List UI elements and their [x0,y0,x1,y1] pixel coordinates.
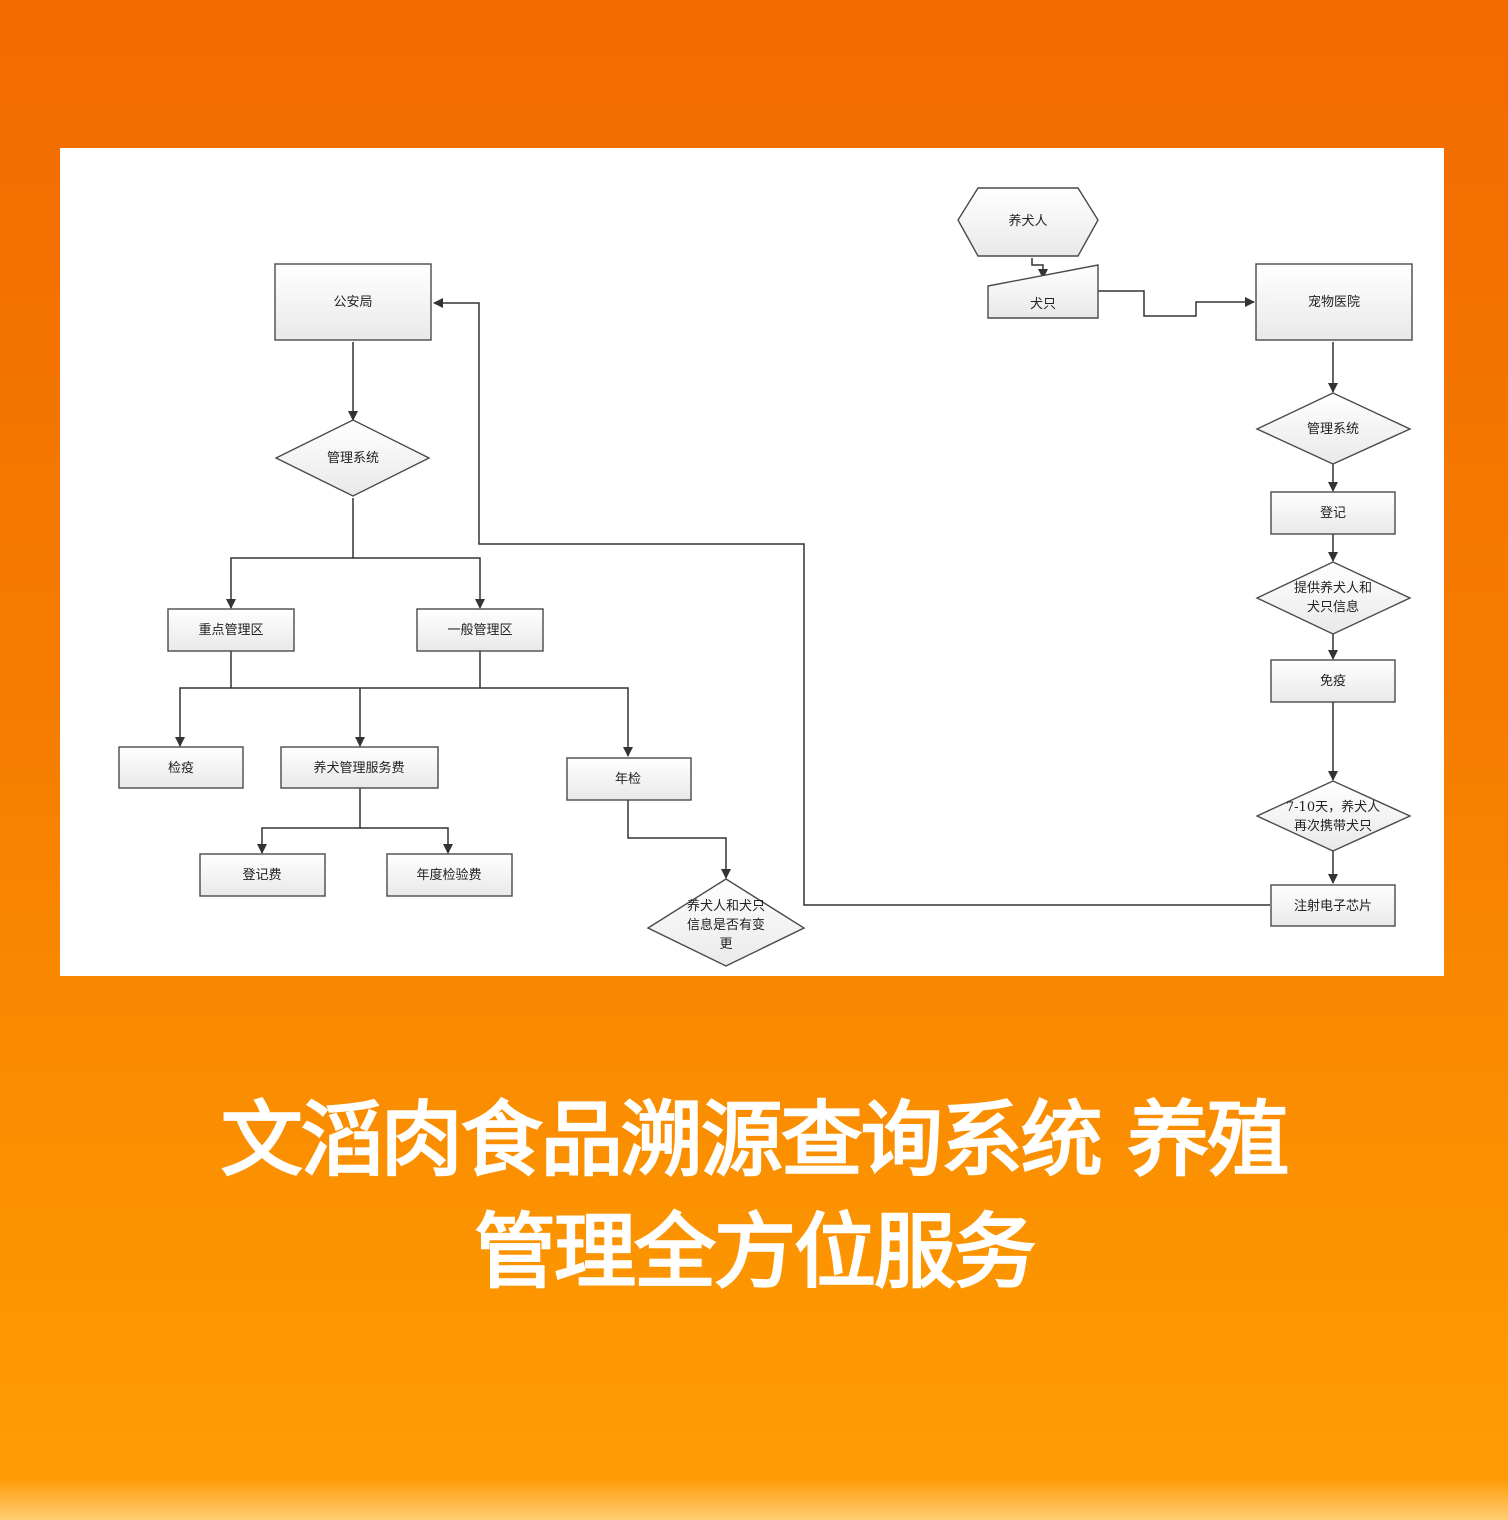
node-mgmt-right-label: 管理系统 [1307,422,1359,437]
node-annual-check-label: 年检 [615,772,641,787]
node-service-fee: 养犬管理服务费 [280,746,439,789]
node-dog: 犬只 [987,264,1099,319]
edges [175,258,1338,906]
node-provide-info-line2: 犬只信息 [1307,599,1359,615]
headline: 文滔肉食品溯源查询系统 养殖 管理全方位服务 [0,1085,1508,1309]
edge-mgmt-general [353,557,485,609]
node-mgmt-left-label: 管理系统 [327,451,379,466]
edge-chip-back-to-police [433,298,1270,906]
node-reg-fee: 登记费 [199,853,326,897]
node-info-change: 养犬人和犬只 信息是否有变 更 [646,878,806,967]
node-service-fee-label: 养犬管理服务费 [313,760,404,776]
node-police: 公安局 [274,263,432,341]
node-pet-hospital-label: 宠物医院 [1308,294,1360,310]
node-mgmt-left: 管理系统 [274,419,431,497]
node-owner: 养犬人 [957,187,1099,257]
bottom-glow [0,1480,1508,1520]
node-info-change-line2: 信息是否有变 [687,917,765,933]
node-annual-fee-label: 年度检验费 [416,867,481,883]
node-general-zone: 一般管理区 [416,608,544,652]
edge-service-annual-fee [360,827,453,854]
node-register-label: 登记 [1320,506,1346,521]
edge-zones-merge [230,651,481,689]
node-annual-fee: 年度检验费 [386,853,513,897]
node-mgmt-right: 管理系统 [1255,392,1412,465]
edge-annual-to-change [627,800,731,879]
edge-mgmt-split [226,498,354,609]
node-reg-fee-label: 登记费 [242,868,281,883]
node-chip-label: 注射电子芯片 [1294,898,1372,914]
edge-service-split [257,788,361,854]
node-owner-label: 养犬人 [1008,213,1047,229]
node-key-zone: 重点管理区 [167,608,295,652]
node-general-zone-label: 一般管理区 [447,622,512,638]
node-quarantine-label: 检疫 [168,760,194,776]
edge-to-annual-check [480,687,633,757]
node-info-change-line3: 更 [719,937,732,952]
node-revisit-line1: 7-10天，养犬人 [1286,799,1380,815]
flowchart-card: 公安局 管理系统 重点管理区 一般管理区 检疫 养犬管理服务费 年检 登记费 [60,148,1444,976]
edge-to-quarantine [175,687,231,747]
node-police-label: 公安局 [333,295,372,310]
node-annual-check: 年检 [566,757,692,801]
node-quarantine: 检疫 [118,746,244,789]
node-info-change-line1: 养犬人和犬只 [687,898,765,914]
node-chip: 注射电子芯片 [1270,884,1396,927]
node-revisit: 7-10天，养犬人 再次携带犬只 [1255,780,1412,852]
node-provide-info: 提供养犬人和 犬只信息 [1255,561,1412,635]
headline-line2: 管理全方位服务 [473,1205,1036,1300]
node-vaccine: 免疫 [1270,659,1396,703]
node-dog-label: 犬只 [1030,297,1056,312]
edge-owner-dog [1031,258,1048,279]
edge-dog-hospital [1098,290,1255,317]
node-register: 登记 [1270,491,1396,535]
flowchart: 公安局 管理系统 重点管理区 一般管理区 检疫 养犬管理服务费 年检 登记费 [118,187,1413,967]
headline-line1: 文滔肉食品溯源查询系统 养殖 [220,1093,1290,1188]
node-pet-hospital: 宠物医院 [1255,263,1413,341]
node-provide-info-line1: 提供养犬人和 [1294,580,1372,596]
node-key-zone-label: 重点管理区 [198,622,263,638]
node-revisit-line2: 再次携带犬只 [1294,818,1372,834]
node-vaccine-label: 免疫 [1320,673,1346,689]
